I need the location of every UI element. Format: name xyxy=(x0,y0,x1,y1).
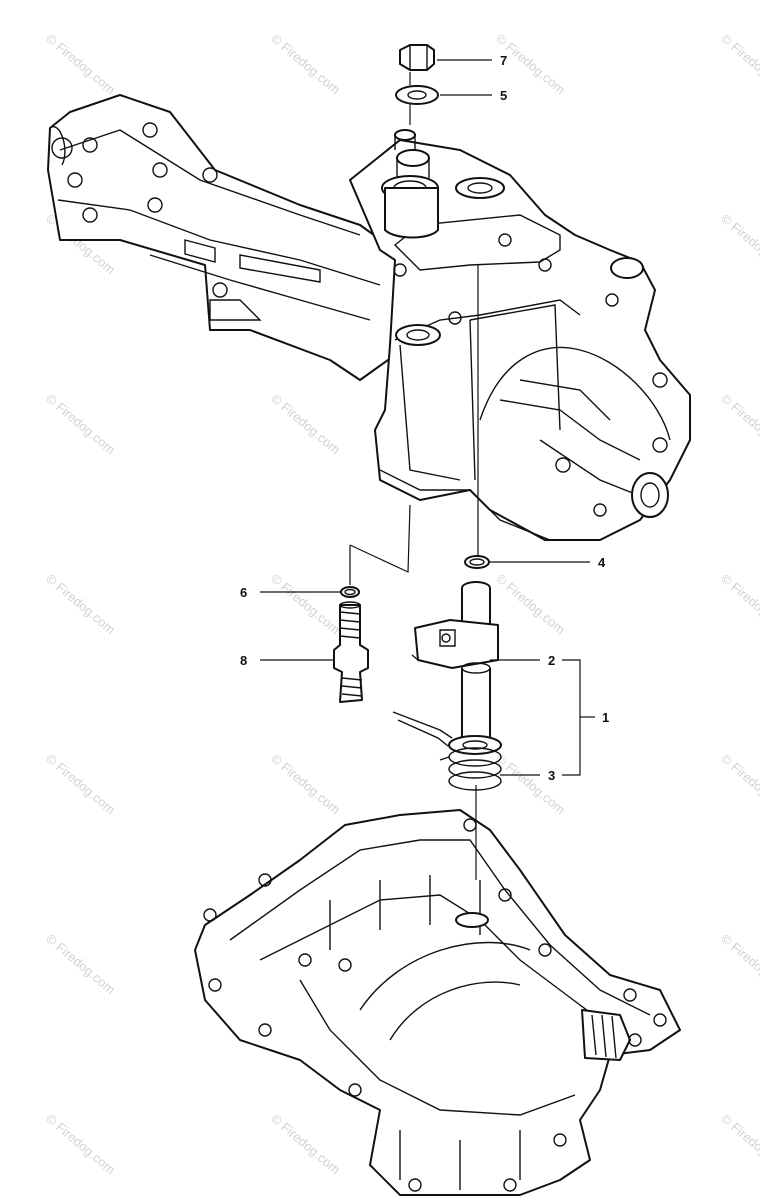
nut-part-7 xyxy=(399,44,435,71)
callout-5: 5 xyxy=(500,88,507,103)
watermark-text: © Firedog.com xyxy=(43,931,118,997)
watermark-text: © Firedog.com xyxy=(43,1111,118,1177)
lower-housing xyxy=(194,809,681,1196)
watermark-text: © Firedog.com xyxy=(718,1111,760,1177)
callout-7: 7 xyxy=(500,53,507,68)
watermark-text: © Firedog.com xyxy=(268,391,343,457)
watermark-text: © Firedog.com xyxy=(268,1111,343,1177)
watermark-text: © Firedog.com xyxy=(718,211,760,277)
watermark-text: © Firedog.com xyxy=(268,571,343,637)
watermark-text: © Firedog.com xyxy=(43,571,118,637)
watermark-text: © Firedog.com xyxy=(718,751,760,817)
callout-4: 4 xyxy=(598,555,606,570)
watermark-text: © Firedog.com xyxy=(268,751,343,817)
callout-1: 1 xyxy=(602,710,609,725)
watermark-text: © Firedog.com xyxy=(43,751,118,817)
callout-labels: 7 5 4 6 8 2 1 3 xyxy=(240,53,609,783)
watermark-text: © Firedog.com xyxy=(718,31,760,97)
spring-part-3 xyxy=(392,711,502,791)
upper-housing xyxy=(47,94,691,541)
watermark-text: © Firedog.com xyxy=(718,571,760,637)
watermark-text: © Firedog.com xyxy=(43,391,118,457)
fitting-part-8 xyxy=(333,601,369,703)
o-ring-part-4 xyxy=(464,555,490,569)
watermark-text: © Firedog.com xyxy=(493,751,568,817)
watermark-text: © Firedog.com xyxy=(718,391,760,457)
o-ring-part-6 xyxy=(340,586,360,598)
watermark-text: © Firedog.com xyxy=(718,931,760,997)
callout-2: 2 xyxy=(548,653,555,668)
callout-8: 8 xyxy=(240,653,247,668)
watermark-text: © Firedog.com xyxy=(493,571,568,637)
watermark-text: © Firedog.com xyxy=(43,31,118,97)
callout-3: 3 xyxy=(548,768,555,783)
callout-6: 6 xyxy=(240,585,247,600)
washer-part-5 xyxy=(395,85,439,105)
shaft-part-2 xyxy=(411,581,499,744)
leader-lines xyxy=(260,59,595,880)
watermark-text: © Firedog.com xyxy=(268,31,343,97)
